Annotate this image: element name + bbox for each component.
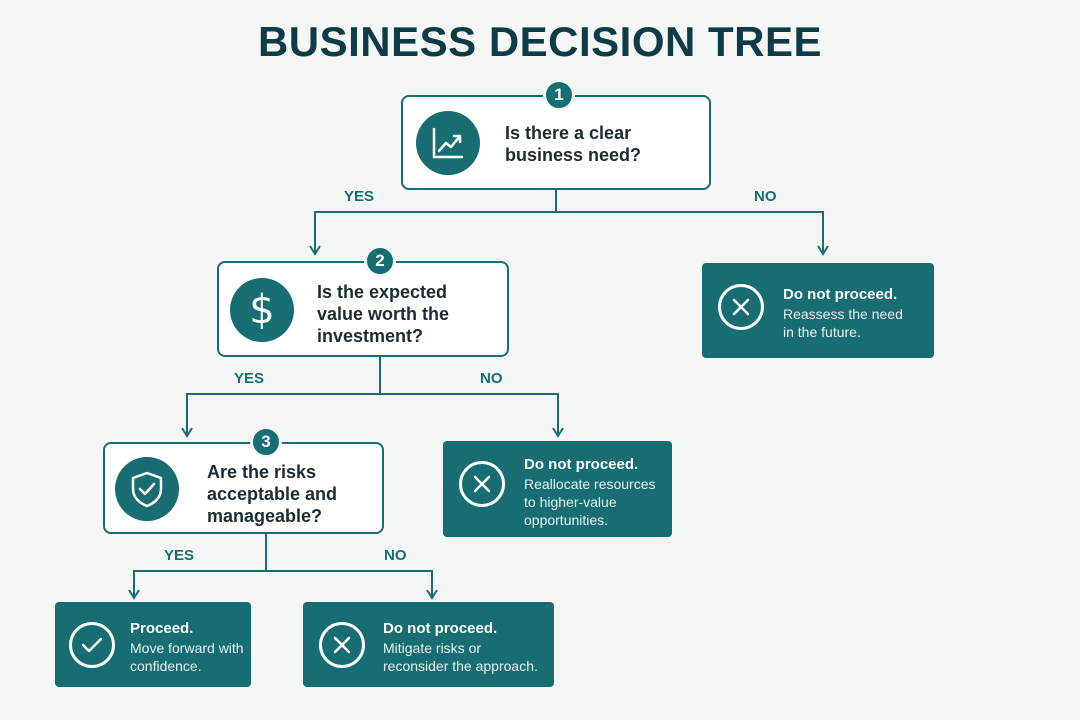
branch-label-q3-yes: YES xyxy=(164,547,195,564)
outcome-title-4: Do not proceed. xyxy=(383,620,498,637)
connector-q2-yes xyxy=(186,393,380,434)
check-circle-icon xyxy=(69,622,115,668)
step-badge-3: 3 xyxy=(250,426,282,458)
question-3-line-2: acceptable and xyxy=(207,484,338,504)
branch-label-q3-no: NO xyxy=(384,547,407,564)
outcome-desc-4: Mitigate risks or reconsider the approac… xyxy=(383,639,538,675)
outcome-1-line-2: in the future. xyxy=(783,324,861,340)
trend-chart-icon xyxy=(416,111,480,175)
outcome-3-line-1: Move forward with xyxy=(130,640,244,656)
outcome-desc-1: Reassess the need in the future. xyxy=(783,305,903,341)
outcome-2-line-3: opportunities. xyxy=(524,512,609,528)
dollar-sign-icon: $ xyxy=(230,278,294,342)
step-badge-1: 1 xyxy=(543,79,575,111)
outcome-4-line-2: reconsider the approach. xyxy=(383,658,538,674)
outcome-desc-2: Reallocate resources to higher-value opp… xyxy=(524,475,656,529)
diagram-title: BUSINESS DECISION TREE xyxy=(257,18,823,65)
connector-q3-no xyxy=(266,570,433,596)
x-circle-icon xyxy=(319,622,365,668)
outcome-box-3: Proceed. Move forward with confidence. xyxy=(55,602,251,687)
outcome-box-1: Do not proceed. Reassess the need in the… xyxy=(702,263,934,358)
branch-label-q2-no: NO xyxy=(480,370,503,387)
question-text-3: Are the risks acceptable and manageable? xyxy=(207,461,337,527)
connector-q3-yes xyxy=(133,570,266,596)
outcome-2-line-1: Reallocate resources xyxy=(524,476,656,492)
shield-check-icon xyxy=(115,457,179,521)
outcome-box-2: Do not proceed. Reallocate resources to … xyxy=(443,441,672,537)
question-text-2: Is the expected value worth the investme… xyxy=(317,281,449,347)
question-3-line-3: manageable? xyxy=(207,506,323,526)
branch-label-q2-yes: YES xyxy=(234,370,265,387)
outcome-3-line-2: confidence. xyxy=(130,658,202,674)
question-2-line-2: value worth the xyxy=(317,304,450,324)
branch-label-q1-no: NO xyxy=(754,188,777,205)
branch-label-q1-yes: YES xyxy=(344,188,375,205)
outcome-4-line-1: Mitigate risks or xyxy=(383,640,482,656)
step-badge-2: 2 xyxy=(364,245,396,277)
outcome-desc-3: Move forward with confidence. xyxy=(130,639,244,675)
x-circle-icon xyxy=(718,284,764,330)
question-1-line-1: Is there a clear xyxy=(505,123,632,143)
connector-q1-no xyxy=(556,211,824,252)
outcome-title-2: Do not proceed. xyxy=(524,456,639,473)
question-2-line-3: investment? xyxy=(317,326,424,346)
outcome-box-4: Do not proceed. Mitigate risks or recons… xyxy=(303,602,554,687)
question-2-line-1: Is the expected xyxy=(317,282,448,302)
outcome-1-line-1: Reassess the need xyxy=(783,306,903,322)
connector-q1-yes xyxy=(314,211,556,252)
outcome-title-1: Do not proceed. xyxy=(783,286,898,303)
x-circle-icon xyxy=(459,461,505,507)
question-1-line-2: business need? xyxy=(505,145,642,165)
outcome-title-3: Proceed. xyxy=(130,620,194,637)
question-text-1: Is there a clear business need? xyxy=(505,122,641,166)
connector-q2-no xyxy=(380,393,559,434)
question-3-line-1: Are the risks xyxy=(207,462,317,482)
outcome-2-line-2: to higher-value xyxy=(524,494,617,510)
